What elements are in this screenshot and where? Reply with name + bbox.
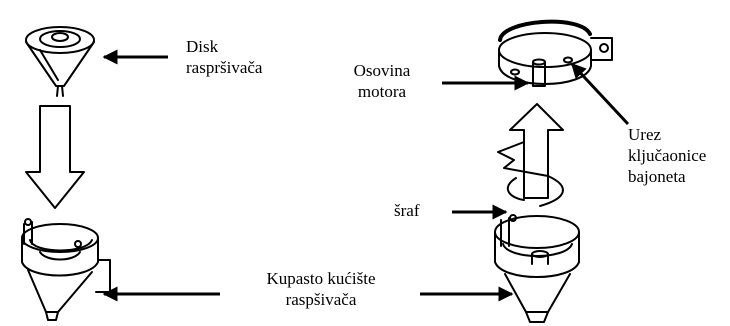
label-screw-text: šraf xyxy=(394,201,420,220)
rotation-insert-arrow xyxy=(497,103,564,207)
label-motor-shaft-line1: Osovina xyxy=(353,61,411,80)
label-bayonet-slot-line1: Urez xyxy=(628,125,662,144)
label-motor-shaft: Osovina motora xyxy=(320,60,444,102)
label-disk: Disk raspršivača xyxy=(186,36,262,78)
label-screw: šraf xyxy=(394,200,419,221)
label-disk-line1: Disk xyxy=(186,37,219,56)
label-cone-housing-line2: raspšivača xyxy=(285,290,357,309)
sprayer-disk-illustration xyxy=(25,26,95,97)
cone-housing-left-illustration xyxy=(21,218,111,321)
label-bayonet-slot-line3: bajoneta xyxy=(628,167,686,186)
label-motor-shaft-line2: motora xyxy=(357,82,407,101)
label-cone-housing: Kupasto kućište raspšivača xyxy=(236,268,406,310)
label-bayonet-slot: Urez ključaonice bajoneta xyxy=(628,124,706,187)
label-cone-housing-line1: Kupasto kućište xyxy=(266,269,376,288)
motor-illustration xyxy=(498,19,613,87)
leader-arrow-bayonet-slot xyxy=(570,62,630,126)
assembly-down-arrow xyxy=(25,105,85,209)
cone-housing-right-illustration xyxy=(494,214,580,323)
label-disk-line2: raspršivača xyxy=(186,58,263,77)
label-bayonet-slot-line2: ključaonice xyxy=(628,146,707,165)
